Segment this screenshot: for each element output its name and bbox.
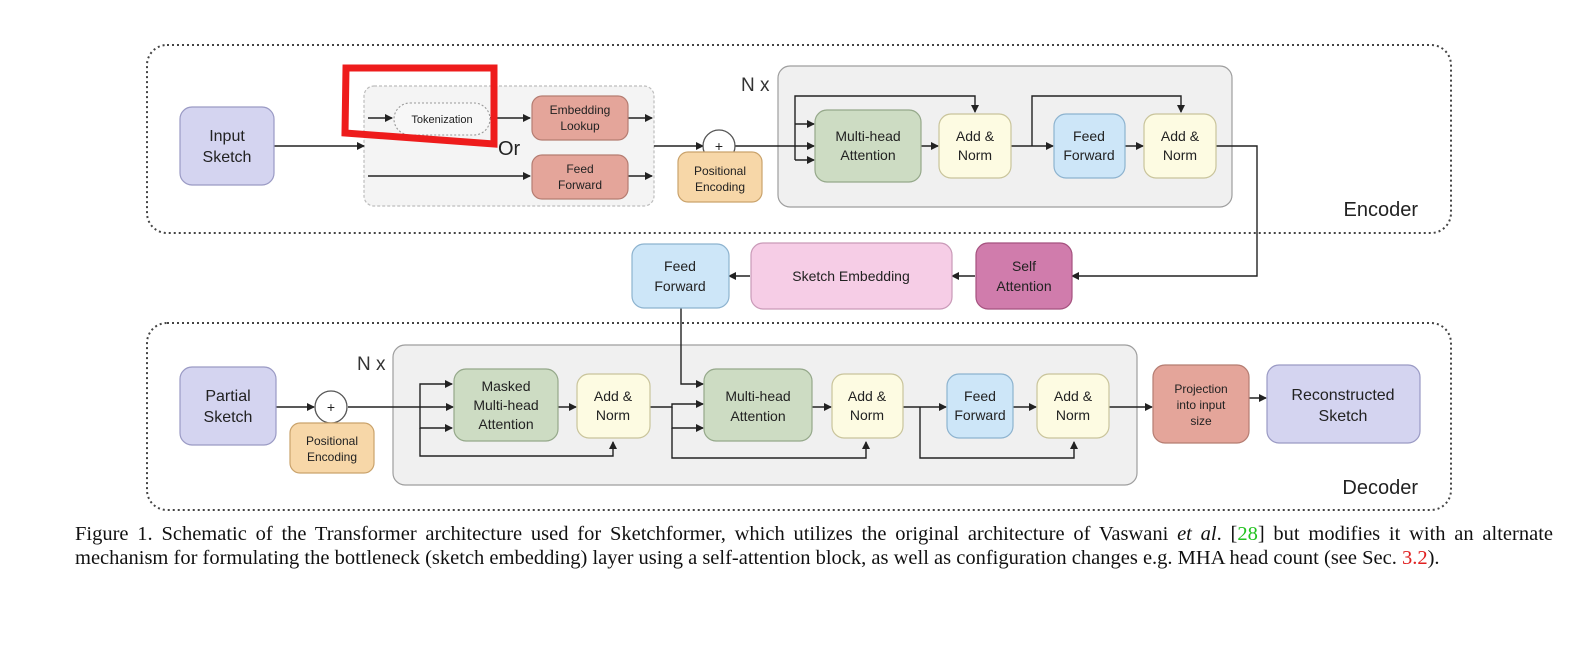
svg-text:Add &: Add & [956,128,995,144]
svg-text:Lookup: Lookup [560,119,600,133]
svg-text:Sketch: Sketch [1319,408,1368,425]
encoder-add-norm-1-box: Add & Norm [938,113,1012,179]
section-link-3-2[interactable]: 3.2 [1401,547,1428,569]
tokenization-highlight [341,64,498,148]
transformer-diagram: Encoder Decoder N x N x Or [146,44,1452,511]
self-attention-box: Self Attention [975,242,1073,310]
svg-text:Add &: Add & [1054,388,1093,404]
encoder-section [146,44,1452,234]
caption-text-3: ] but modifies it with an alternate mech… [75,523,1553,569]
input-sketch-box: Input Sketch [179,106,275,186]
citation-link-28[interactable]: 28 [1237,523,1258,545]
svg-text:Sketch: Sketch [204,409,253,426]
svg-text:Feed: Feed [964,388,996,404]
decoder-label: Decoder [1342,477,1418,499]
svg-text:Forward: Forward [654,278,705,294]
encoder-label: Encoder [1344,199,1419,221]
svg-text:Norm: Norm [596,407,630,423]
svg-text:Input: Input [209,128,245,145]
svg-text:Feed: Feed [1073,128,1105,144]
svg-text:Forward: Forward [558,178,602,192]
caption-etal: et al [1177,523,1217,545]
partial-sketch-box: Partial Sketch [179,366,277,446]
svg-text:Positional: Positional [694,164,746,178]
svg-text:Norm: Norm [1163,147,1197,163]
svg-text:Forward: Forward [954,407,1005,423]
svg-text:Add &: Add & [1161,128,1200,144]
tokenization-box: Tokenization [393,102,491,136]
decoder-positional-encoding-box: Positional Encoding [289,422,375,474]
svg-text:Positional: Positional [306,434,358,448]
svg-text:Multi-head: Multi-head [835,128,900,144]
svg-text:Encoding: Encoding [307,450,357,464]
svg-text:Partial: Partial [205,388,250,405]
encoder-nx-label: N x [741,75,770,96]
svg-text:+: + [715,138,723,154]
encoder-feed-forward-box: Feed Forward [1053,113,1126,179]
decoder-section [146,322,1452,511]
svg-text:into input: into input [1177,398,1226,412]
or-label: Or [498,138,521,160]
svg-text:Sketch: Sketch [203,149,252,166]
svg-text:Forward: Forward [1063,147,1114,163]
encoder-input-feed-forward-box: Feed Forward [531,154,629,200]
svg-text:Projection: Projection [1174,382,1227,396]
encoder-mha-box: Multi-head Attention [814,109,922,183]
svg-text:Attention: Attention [840,147,895,163]
svg-text:Attention: Attention [730,408,785,424]
svg-text:Self: Self [1012,258,1036,274]
figure-caption: Figure 1. Schematic of the Transformer a… [75,522,1553,570]
svg-text:Tokenization: Tokenization [411,114,472,126]
decoder-add-norm-1-box: Add & Norm [576,373,651,439]
svg-text:Reconstructed: Reconstructed [1291,387,1394,404]
svg-text:Encoding: Encoding [695,180,745,194]
decoder-add-norm-2-box: Add & Norm [831,373,904,439]
svg-text:size: size [1190,414,1212,428]
svg-text:Multi-head: Multi-head [473,397,538,413]
embedding-lookup-box: Embedding Lookup [531,95,629,141]
reconstructed-sketch-box: Reconstructed Sketch [1266,364,1421,444]
encoder-positional-encoding-box: Positional Encoding [677,151,763,203]
svg-text:Attention: Attention [478,416,533,432]
svg-text:Norm: Norm [850,407,884,423]
svg-text:Sketch Embedding: Sketch Embedding [792,268,910,284]
svg-text:+: + [327,399,335,415]
svg-text:Feed: Feed [664,258,696,274]
decoder-feed-forward-box: Feed Forward [946,373,1014,439]
decoder-plus-node: + [314,390,348,424]
svg-text:Multi-head: Multi-head [725,388,790,404]
caption-text-2: . [ [1216,523,1238,545]
projection-box: Projection into input size [1152,364,1250,444]
decoder-add-norm-3-box: Add & Norm [1036,373,1110,439]
caption-text-4: ). [1427,547,1440,569]
encoder-add-norm-2-box: Add & Norm [1143,113,1217,179]
svg-text:Add &: Add & [848,388,887,404]
sketch-embedding-box: Sketch Embedding [750,242,953,310]
svg-text:Add &: Add & [594,388,633,404]
decoder-nx-label: N x [357,354,386,375]
bottleneck-feed-forward-box: Feed Forward [631,243,730,309]
svg-text:Masked: Masked [481,378,530,394]
svg-text:Feed: Feed [566,162,593,176]
masked-mha-box: Masked Multi-head Attention [453,368,559,442]
svg-text:Norm: Norm [958,147,992,163]
caption-text-1: Figure 1. Schematic of the Transformer a… [75,523,1178,545]
decoder-mha-box: Multi-head Attention [703,368,813,442]
svg-text:Norm: Norm [1056,407,1090,423]
svg-text:Embedding: Embedding [550,103,611,117]
svg-text:Attention: Attention [996,278,1051,294]
